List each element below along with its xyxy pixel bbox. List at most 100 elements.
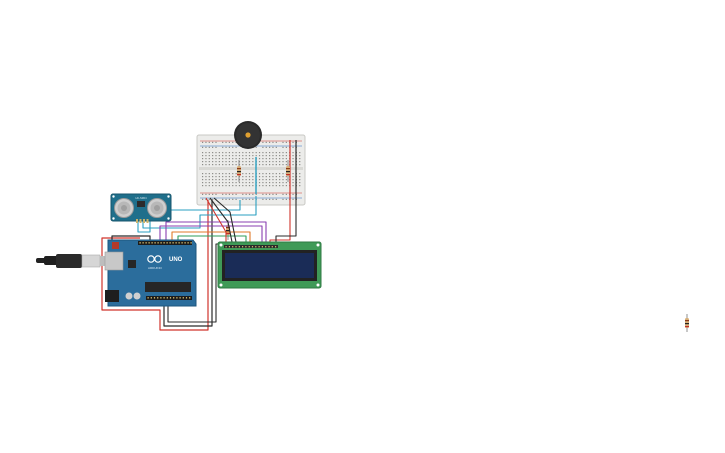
piezo-buzzer[interactable] — [234, 121, 262, 149]
breadboard-rail-hole — [228, 198, 230, 200]
lcd-pin — [228, 246, 230, 248]
breadboard-hole — [218, 182, 220, 184]
lcd-pin — [268, 246, 270, 248]
breadboard-hole — [215, 179, 217, 181]
breadboard-hole — [242, 158, 244, 160]
breadboard-rail-hole — [282, 198, 284, 200]
breadboard-rail-hole — [252, 193, 254, 195]
breadboard-rail-hole — [208, 141, 210, 143]
breadboard-hole — [205, 158, 207, 160]
breadboard-hole — [205, 155, 207, 157]
breadboard-rail-hole — [202, 198, 204, 200]
breadboard-hole — [299, 182, 301, 184]
breadboard-rail-hole — [248, 198, 251, 200]
breadboard-hole — [252, 164, 254, 166]
breadboard-hole — [232, 158, 234, 160]
breadboard-hole — [245, 176, 247, 178]
arduino-pin — [172, 242, 174, 244]
lcd-display[interactable] — [217, 241, 322, 289]
breadboard-hole — [282, 152, 284, 154]
breadboard-hole — [202, 179, 204, 181]
breadboard-hole — [299, 158, 301, 160]
breadboard-hole — [258, 161, 261, 163]
breadboard-rail-hole — [292, 146, 294, 148]
breadboard-hole — [218, 161, 220, 163]
breadboard-hole — [275, 182, 277, 184]
breadboard-hole — [225, 173, 227, 175]
breadboard-hole — [252, 176, 254, 178]
arduino-pin — [184, 242, 186, 244]
breadboard-hole — [238, 155, 241, 157]
breadboard-hole — [252, 173, 254, 175]
lcd-pin — [235, 246, 237, 248]
breadboard-hole — [272, 182, 274, 184]
stray-resistor[interactable] — [685, 314, 689, 332]
breadboard-hole — [265, 179, 267, 181]
breadboard-hole — [212, 179, 214, 181]
breadboard[interactable] — [196, 134, 306, 206]
breadboard-hole — [258, 182, 261, 184]
breadboard-hole — [202, 185, 204, 187]
breadboard-hole — [285, 158, 287, 160]
arduino-pin — [160, 242, 162, 244]
breadboard-hole — [279, 164, 281, 166]
breadboard-hole — [212, 182, 214, 184]
ultrasonic-sensor[interactable]: HC-SR04 — [110, 193, 172, 223]
breadboard-hole — [225, 185, 227, 187]
lcd-pin — [242, 246, 244, 248]
breadboard-hole — [258, 164, 261, 166]
arduino-pin — [147, 297, 149, 299]
breadboard-rail-hole — [285, 193, 287, 195]
resistor-2[interactable] — [286, 160, 290, 182]
breadboard-hole — [282, 164, 284, 166]
arduino-pin — [189, 297, 191, 299]
lcd-pin — [271, 246, 273, 248]
breadboard-rail-hole — [222, 146, 224, 148]
arduino-pin — [139, 242, 141, 244]
breadboard-hole — [232, 164, 234, 166]
breadboard-hole — [299, 161, 301, 163]
breadboard-hole — [242, 164, 244, 166]
arduino-pin — [163, 297, 165, 299]
breadboard-hole — [208, 158, 210, 160]
breadboard-rail-hole — [265, 193, 267, 195]
breadboard-hole — [222, 161, 224, 163]
breadboard-hole — [279, 176, 281, 178]
breadboard-hole — [202, 182, 204, 184]
breadboard-hole — [215, 185, 217, 187]
breadboard-rail-hole — [262, 146, 264, 148]
breadboard-hole — [269, 176, 271, 178]
breadboard-rail-hole — [222, 193, 224, 195]
breadboard-rail-hole — [235, 146, 237, 148]
breadboard-hole — [285, 152, 287, 154]
breadboard-hole — [212, 176, 214, 178]
breadboard-hole — [222, 155, 224, 157]
breadboard-rail-hole — [242, 193, 244, 195]
breadboard-hole — [279, 161, 281, 163]
breadboard-hole — [222, 185, 224, 187]
resistor-1[interactable] — [237, 160, 241, 182]
breadboard-rail-hole — [235, 141, 237, 143]
breadboard-hole — [299, 155, 301, 157]
breadboard-hole — [228, 161, 230, 163]
breadboard-hole — [255, 155, 257, 157]
breadboard-hole — [212, 155, 214, 157]
breadboard-hole — [222, 164, 224, 166]
usb-cable[interactable] — [36, 254, 110, 268]
breadboard-hole — [225, 182, 227, 184]
breadboard-rail-hole — [245, 193, 247, 195]
breadboard-rail-hole — [272, 146, 274, 148]
lcd-pin — [265, 246, 267, 248]
arduino-pin — [173, 297, 175, 299]
breadboard-hole — [258, 185, 261, 187]
arduino-pin — [148, 242, 150, 244]
breadboard-rail-hole — [208, 193, 210, 195]
wires[interactable] — [101, 196, 297, 331]
breadboard-rail-hole — [215, 146, 217, 148]
breadboard-hole — [212, 164, 214, 166]
arduino-uno[interactable]: UNO ARDUINO — [104, 239, 197, 307]
breadboard-rail-hole — [269, 146, 271, 148]
breadboard-hole — [208, 164, 210, 166]
lcd-pin — [251, 246, 254, 248]
